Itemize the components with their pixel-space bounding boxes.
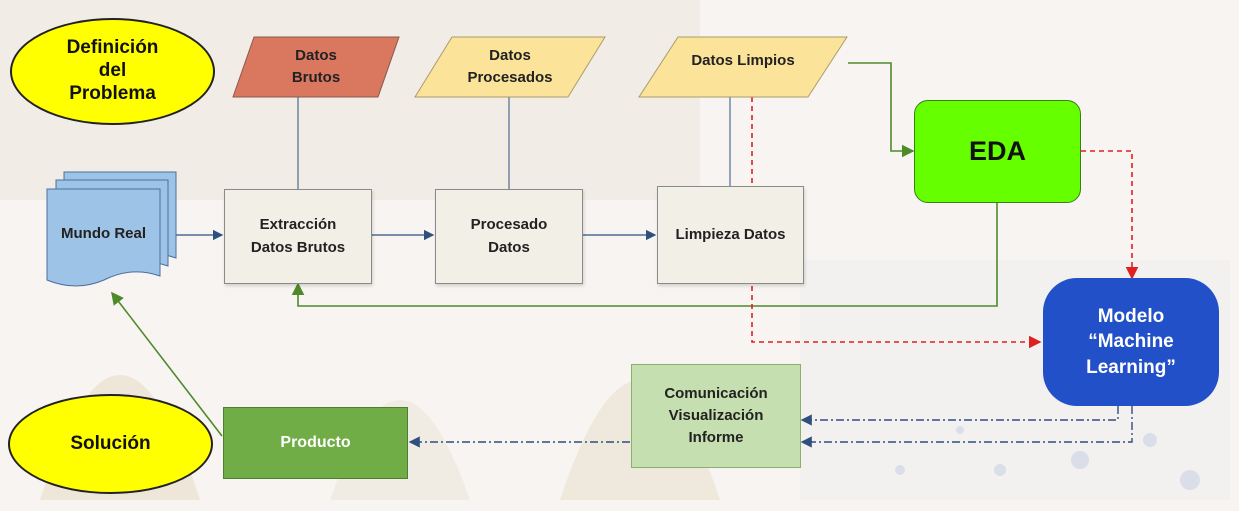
datos-brutos-line2: Brutos (291, 69, 341, 86)
datos-procesados-line1: Datos (489, 47, 531, 65)
box-procesado-datos: Procesado Datos (435, 189, 583, 284)
mundo-real-label: Mundo Real (61, 225, 146, 242)
parallelogram-datos-limpios: Datos Limpios (638, 36, 848, 98)
modelo-line2: “Machine (1088, 331, 1174, 353)
datos-limpios-label: Datos Limpios (691, 52, 795, 69)
parallelogram-shape (638, 36, 848, 98)
extraccion-line1: Extracción (259, 216, 337, 233)
comunicacion-line3: Informe (688, 428, 744, 446)
parallelogram-datos-procesados: Datos Procesados (414, 36, 606, 98)
box-limpieza-datos: Limpieza Datos (657, 186, 804, 284)
parallelogram-shape (414, 36, 606, 98)
comunicacion-line2: Visualización (668, 407, 764, 425)
limpieza-label: Limpieza Datos (675, 225, 786, 243)
comunicacion-line1: Comunicación (664, 385, 768, 403)
parallelogram-datos-brutos: Datos Brutos (232, 36, 400, 98)
modelo-line3: Learning” (1086, 356, 1176, 378)
producto-label: Producto (280, 434, 351, 451)
multidocument-icon (46, 171, 177, 287)
eda-label: EDA (968, 136, 1026, 166)
parallelogram-shape (232, 36, 400, 98)
multidocument-mundo-real: Mundo Real (44, 170, 180, 295)
definicion-line1: Definición (66, 37, 159, 59)
box-modelo-machine-learning: Modelo “Machine Learning” (1043, 278, 1219, 406)
box-producto: Producto (223, 407, 408, 479)
solucion-label: Solución (70, 432, 151, 454)
box-extraccion-datos-brutos: Extracción Datos Brutos (224, 189, 372, 284)
box-eda: EDA (914, 100, 1081, 203)
datos-procesados-line2: Procesados (467, 69, 553, 86)
ellipse-definicion-problema: Definición del Problema (10, 18, 215, 125)
extraccion-line2: Datos Brutos (250, 238, 346, 256)
ellipse-solucion: Solución (8, 394, 213, 494)
procesado-line2: Datos (488, 238, 530, 256)
modelo-line1: Modelo (1097, 305, 1165, 327)
definicion-line2: del (98, 60, 127, 82)
datos-brutos-line1: Datos (295, 47, 337, 65)
definicion-line3: Problema (69, 82, 156, 104)
box-comunicacion-visualizacion-informe: Comunicación Visualización Informe (631, 364, 801, 468)
procesado-line1: Procesado (470, 216, 548, 233)
